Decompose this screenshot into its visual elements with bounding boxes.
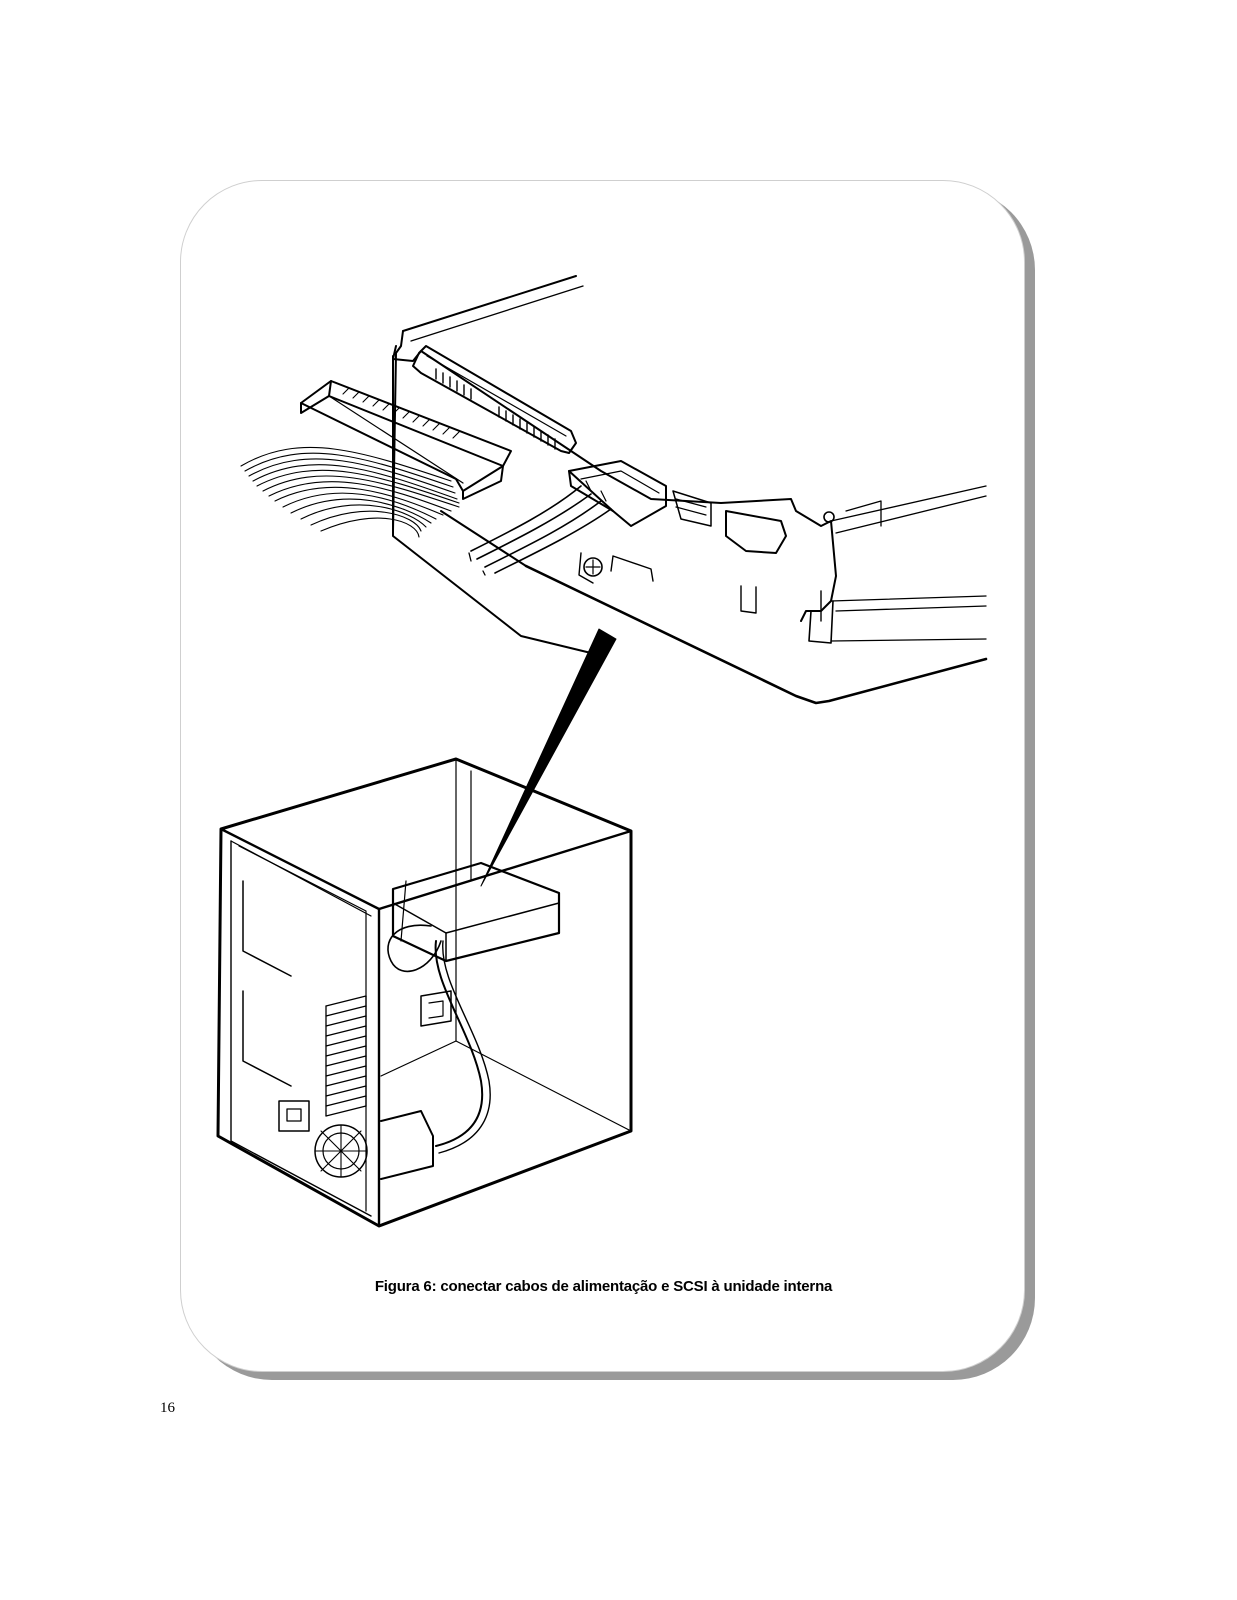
pointer-wedge <box>480 628 617 887</box>
figure-panel: Figura 6: conectar cabos de alimentação … <box>180 180 1025 1372</box>
page-number: 16 <box>160 1400 175 1416</box>
figure-illustration <box>216 275 988 1228</box>
computer-tower <box>216 757 633 1228</box>
figure-caption: Figura 6: conectar cabos de alimentação … <box>374 1278 833 1295</box>
drive-rear-detail <box>240 275 988 705</box>
